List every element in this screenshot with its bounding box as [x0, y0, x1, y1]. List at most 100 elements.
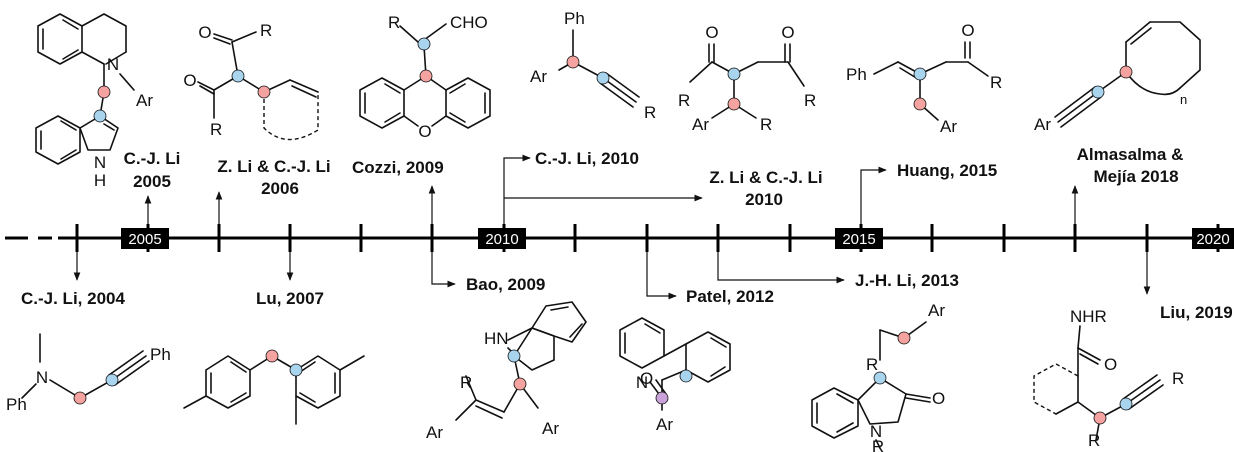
structure-patel-2012: N O Ar: [619, 317, 731, 434]
atom-nhr: NHR: [1070, 307, 1107, 326]
year-label-2010: 2010: [485, 231, 518, 248]
atom-nh-n: N: [94, 153, 106, 172]
timeline-axis: 2005 2010 2015 2020: [5, 224, 1234, 252]
label-cj-li-2004: C.-J. Li, 2004: [21, 289, 125, 308]
atom-r: R: [1172, 369, 1184, 388]
atom-ph: Ph: [150, 345, 171, 364]
atom-n-subscript: n: [1180, 92, 1187, 107]
label-zli-2006-line1: Z. Li & C.-J. Li: [217, 157, 330, 176]
red-atom-marker: [727, 97, 741, 111]
red-atom-marker: [513, 377, 527, 391]
red-atom-marker: [73, 391, 87, 405]
label-cozzi-2009: Cozzi, 2009: [352, 158, 444, 177]
red-atom-marker: [1119, 65, 1133, 79]
structure-liu-2019: NHR O R R: [1033, 307, 1184, 450]
structure-cj-li-2004: N Ph Ph: [6, 333, 171, 414]
red-atom-marker: [97, 85, 111, 99]
blue-atom-marker: [93, 109, 107, 123]
atom-r: R: [872, 437, 884, 452]
event-arrows: [73, 154, 1151, 300]
structure-jh-li-2013: Ar R O N R: [811, 301, 945, 452]
blue-atom-marker: [873, 371, 887, 385]
atom-ar: Ar: [692, 115, 709, 134]
atom-cho: CHO: [450, 13, 488, 32]
atom-r: R: [678, 91, 690, 110]
atom-r: R: [760, 115, 772, 134]
label-jh-li-2013: J.-H. Li, 2013: [855, 271, 959, 290]
label-zli-2010-line1: Z. Li & C.-J. Li: [709, 168, 822, 187]
red-atom-marker: [913, 97, 927, 111]
blue-atom-marker: [596, 71, 610, 85]
structure-huang-2015: Ph O R Ar: [846, 21, 1002, 136]
atom-r: R: [260, 21, 272, 40]
blue-atom-marker: [105, 373, 119, 387]
structure-zli-2010: O R O R Ar R: [678, 23, 816, 134]
label-cj-li-2005-line2: 2005: [133, 172, 171, 191]
atom-r: R: [388, 13, 400, 32]
blue-atom-marker: [417, 37, 431, 51]
label-patel-2012: Patel, 2012: [686, 287, 774, 306]
atom-r: R: [804, 91, 816, 110]
atom-o: O: [183, 71, 196, 90]
year-box-2020: 2020: [1192, 228, 1234, 249]
label-huang-2015: Huang, 2015: [897, 161, 997, 180]
blue-atom-marker: [231, 69, 245, 83]
red-atom-marker: [265, 349, 279, 363]
atom-ar: Ar: [928, 301, 945, 320]
blue-atom-marker: [679, 369, 693, 383]
structure-zli-2006: O R O R: [183, 21, 319, 141]
blue-atom-marker: [1091, 85, 1105, 99]
atom-o: O: [961, 21, 974, 40]
atom-o: O: [640, 369, 653, 388]
atom-nh-h: H: [94, 171, 106, 190]
label-lu-2007: Lu, 2007: [256, 289, 324, 308]
atom-o: O: [781, 23, 794, 42]
structure-almasalma-2018: Ar n: [1034, 21, 1201, 134]
arrow-cj-li-2010: [503, 154, 531, 224]
atom-n: N: [636, 373, 648, 392]
label-cj-li-2005-line1: C.-J. Li: [124, 149, 181, 168]
atom-r: R: [644, 103, 656, 122]
atom-o: O: [1104, 355, 1117, 374]
label-bao-2009: Bao, 2009: [466, 275, 545, 294]
label-cj-li-2010: C.-J. Li, 2010: [535, 149, 639, 168]
atom-hn: HN: [484, 329, 509, 348]
blue-atom-marker: [1119, 397, 1133, 411]
purple-atom-marker: [655, 391, 669, 405]
label-almasalma-line2: Mejía 2018: [1093, 167, 1178, 186]
arrow-bao-2009: [431, 252, 456, 288]
atom-ar: Ar: [656, 415, 673, 434]
atom-n: N: [107, 55, 119, 74]
atom-ar: Ar: [542, 419, 559, 438]
atom-o: O: [418, 122, 431, 141]
atom-r: R: [1088, 431, 1100, 450]
event-labels: C.-J. Li, 2004 C.-J. Li 2005 Z. Li & C.-…: [21, 145, 1233, 322]
year-label-2005: 2005: [128, 231, 161, 248]
label-liu-2019: Liu, 2019: [1160, 303, 1233, 322]
atom-o: O: [705, 23, 718, 42]
atom-ar: Ar: [1034, 115, 1051, 134]
label-zli-2006-line2: 2006: [261, 179, 299, 198]
atom-n: N: [870, 422, 882, 441]
atom-ph: Ph: [564, 9, 585, 28]
blue-atom-marker: [913, 67, 927, 81]
year-box-2015: 2015: [835, 228, 883, 249]
structure-bao-2009: HN Ar R Ar: [426, 301, 587, 442]
atom-ar: Ar: [136, 91, 153, 110]
arrow-huang-2015: [860, 166, 887, 224]
structure-cozzi-2009: R CHO O: [359, 13, 491, 141]
atom-r: R: [210, 120, 222, 139]
blue-atom-marker: [727, 67, 741, 81]
label-zli-2010-line2: 2010: [745, 190, 783, 209]
atom-o: O: [198, 23, 211, 42]
red-atom-marker: [897, 331, 911, 345]
arrow-patel-2012: [646, 252, 677, 300]
red-atom-marker: [419, 69, 433, 83]
blue-atom-marker: [289, 363, 303, 377]
atom-ar: Ar: [530, 67, 547, 86]
atom-ph: Ph: [846, 65, 867, 84]
atom-r: R: [460, 373, 472, 392]
atom-r: R: [990, 73, 1002, 92]
year-box-2010: 2010: [478, 228, 526, 249]
